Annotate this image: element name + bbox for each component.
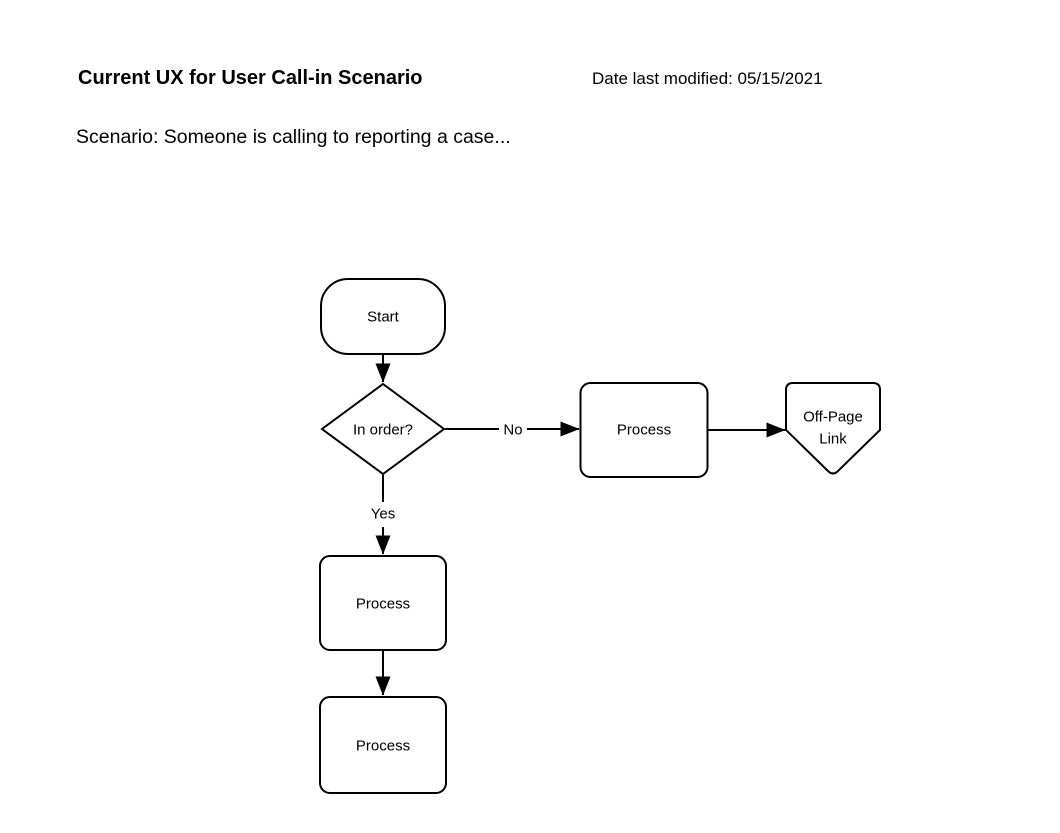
scenario-description: Scenario: Someone is calling to reportin… (76, 126, 511, 148)
page-title: Current UX for User Call-in Scenario (78, 67, 423, 89)
process-node-final (319, 696, 447, 794)
decision-node-label: In order? (353, 422, 413, 439)
process-node-no-branch (579, 382, 709, 478)
decision-node (320, 382, 446, 476)
start-node-label: Start (367, 309, 400, 326)
start-node (320, 278, 446, 355)
edge-label-no: No (503, 422, 522, 439)
process-final-label: Process (356, 738, 410, 755)
edge-label-yes: Yes (371, 506, 395, 523)
off-page-link-node (785, 382, 881, 475)
process-node-yes-branch (319, 555, 447, 651)
off-page-link-label-line2: Link (819, 431, 847, 448)
process-yes-branch-label: Process (356, 596, 410, 613)
off-page-link-label-line1: Off-Page (803, 409, 863, 426)
date-last-modified: Date last modified: 05/15/2021 (592, 69, 823, 88)
process-no-branch-label: Process (617, 422, 671, 439)
